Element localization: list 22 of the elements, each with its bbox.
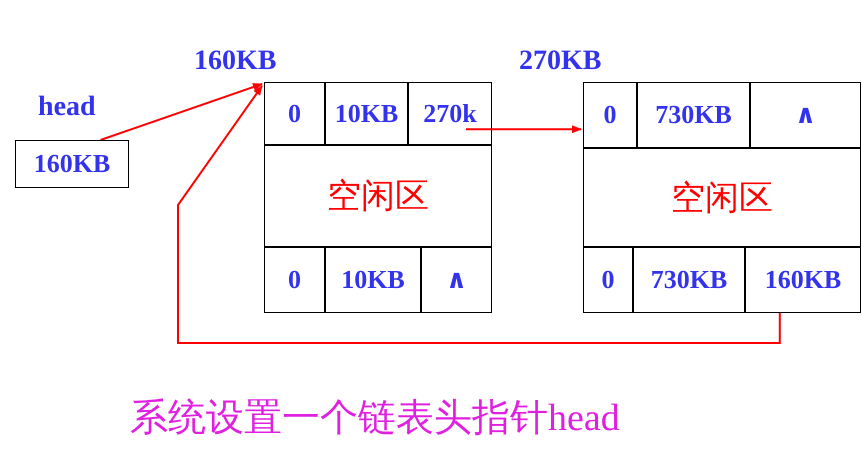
arrow (100, 83, 263, 141)
table-cell: 0 (583, 82, 637, 148)
table-cell: 10KB (325, 82, 408, 145)
arrow (466, 125, 582, 134)
address-label: 160KB (194, 45, 276, 77)
table-cell: 0 (583, 247, 633, 313)
free-area-cell: 空闲区 (583, 148, 861, 247)
table-cell: 730KB (633, 247, 745, 313)
table-cell: 0 (264, 247, 325, 313)
arrow (177, 85, 781, 344)
table-cell: 0 (264, 82, 325, 145)
table-cell: 10KB (325, 247, 421, 313)
caption: 系统设置一个链表头指针head (130, 396, 620, 441)
table-cell: ∧ (421, 247, 492, 313)
table-cell: 730KB (637, 82, 750, 148)
address-label: 270KB (519, 45, 602, 77)
table-cell: 270k (408, 82, 492, 145)
table-cell: ∧ (750, 82, 861, 148)
table-cell: 160KB (745, 247, 861, 313)
variable-name: head (38, 91, 96, 123)
free-area-cell: 空闲区 (264, 145, 492, 247)
pointer-value: 160KB (34, 149, 110, 179)
